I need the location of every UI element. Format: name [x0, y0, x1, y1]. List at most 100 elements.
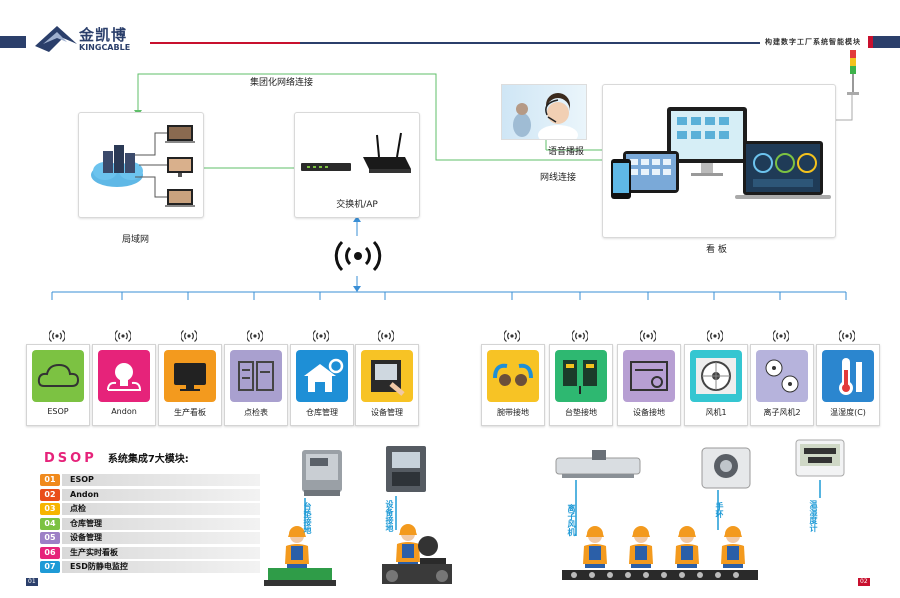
dsop-item-number: 01 — [40, 474, 60, 486]
header-band-left — [0, 36, 26, 48]
module-tile: 离子风机2 — [750, 344, 814, 426]
switch-panel: 交换机/AP — [294, 112, 420, 218]
dsop-item-label: Andon — [70, 489, 99, 499]
module-label: 点检表 — [244, 408, 268, 417]
voice-label: 语音播报 — [548, 147, 585, 157]
wifi-icon — [48, 328, 66, 342]
header-band-right — [873, 36, 900, 48]
dsop-item-label: 点检 — [70, 504, 86, 513]
dsop-item-number: 04 — [40, 517, 60, 530]
dsop-item-label: 生产实时看板 — [70, 547, 118, 557]
mat-icon — [555, 350, 607, 402]
module-tile: Andon — [92, 344, 156, 426]
module-tile: 点检表 — [224, 344, 288, 426]
equipment-icon — [623, 350, 675, 402]
dsop-item-label: 设备管理 — [70, 533, 102, 542]
wifi-icon — [312, 328, 330, 342]
wifi-icon — [246, 328, 264, 342]
checklist-icon — [230, 350, 282, 402]
lan-panel — [78, 112, 204, 218]
fan-icon — [690, 350, 742, 402]
signal-tower-icon — [847, 50, 859, 95]
wifi-icon — [838, 328, 856, 342]
dsop-item-bar — [62, 532, 260, 544]
wifi-icon — [571, 328, 589, 342]
dsop-item-number: 06 — [40, 546, 60, 559]
dsop-list-item: 02 Andon — [40, 488, 260, 501]
module-tile: 设备接地 — [617, 344, 681, 426]
page-number-left: 01 — [26, 578, 38, 586]
dsop-item-number: 07 — [40, 561, 60, 573]
equipment-ground-label: 设备接地 — [385, 500, 394, 532]
ion-fan-device — [555, 450, 641, 478]
header-red-tip — [868, 36, 873, 48]
module-tile: 生产看板 — [158, 344, 222, 426]
dsop-list-item: 03 点检 — [40, 503, 260, 515]
brand-cn: 金凯博 — [79, 26, 128, 44]
module-tile: 风机1 — [684, 344, 748, 426]
wifi-icon — [377, 328, 395, 342]
brand-en: KINGCABLE — [79, 43, 131, 52]
devices-illustration — [264, 439, 845, 586]
dsop-title: DSOP 系统集成7大模块: — [44, 447, 189, 466]
wrist-label: 手环 — [715, 502, 724, 518]
module-label: 设备管理 — [371, 408, 403, 417]
board-panel — [602, 84, 836, 238]
wifi-icon — [639, 328, 657, 342]
module-label: 仓库管理 — [306, 408, 338, 417]
dsop-item-number: 03 — [40, 503, 60, 515]
wrist-monitor-device — [701, 447, 751, 489]
module-tile: 温湿度(C) — [816, 344, 880, 426]
dsop-item-bar — [62, 503, 260, 515]
cloud-icon — [32, 350, 84, 402]
equipment-ground-device — [386, 446, 426, 492]
wired-label: 网线连接 — [540, 173, 577, 183]
lan-label: 局域网 — [122, 235, 150, 245]
module-tile: 设备管理 — [355, 344, 419, 426]
module-label: 台垫接地 — [565, 408, 597, 417]
switch-router-icon — [301, 132, 411, 173]
wifi-hub-icon — [334, 240, 382, 272]
dsop-item-number: 02 — [40, 488, 60, 501]
header-blue-line — [300, 42, 760, 44]
module-label: Andon — [111, 407, 137, 416]
dsop-item-label: ESD防静电监控 — [70, 562, 128, 571]
board-devices-icon — [611, 107, 831, 199]
board-label: 看 板 — [706, 245, 727, 255]
page-number-right: 02 — [858, 578, 870, 586]
dsop-item-number: 05 — [40, 532, 60, 544]
wifi-icon — [180, 328, 198, 342]
monitor-icon — [164, 350, 216, 402]
dsop-title-cn: 系统集成7大模块: — [107, 454, 189, 465]
module-tile: 腕带接地 — [481, 344, 545, 426]
module-label: 离子风机2 — [763, 408, 801, 417]
module-label: ESOP — [47, 407, 69, 416]
ion-fan-icon — [756, 350, 808, 402]
th-meter-label: 温湿度计 — [809, 500, 818, 532]
module-label: 腕带接地 — [497, 408, 529, 417]
group-link-label: 集团化网络连接 — [250, 78, 314, 88]
table-ground-device — [302, 450, 342, 496]
dsop-item-bar — [62, 474, 260, 486]
wifi-icon — [114, 328, 132, 342]
bulb-icon — [98, 350, 150, 402]
warehouse-icon — [296, 350, 348, 402]
module-tile: 台垫接地 — [549, 344, 613, 426]
module-tile: 仓库管理 — [290, 344, 354, 426]
dsop-item-bar — [62, 488, 260, 501]
wifi-icon — [706, 328, 724, 342]
header-red-line — [150, 42, 300, 44]
voice-broadcast-image — [501, 84, 587, 145]
logo: 金凯博 KINGCABLE — [33, 24, 153, 58]
dsop-list-item: 07 ESD防静电监控 — [40, 561, 260, 573]
dsop-item-bar — [62, 561, 260, 573]
dsop-item-label: ESOP — [70, 475, 94, 484]
operator-headset-icon — [513, 93, 578, 145]
header-tagline: 构建数字工厂系统智能模块 — [765, 38, 861, 46]
module-tile: ESOP — [26, 344, 90, 426]
dsop-item-bar — [62, 517, 260, 530]
wifi-icon — [503, 328, 521, 342]
dsop-list-item: 01 ESOP — [40, 474, 260, 486]
